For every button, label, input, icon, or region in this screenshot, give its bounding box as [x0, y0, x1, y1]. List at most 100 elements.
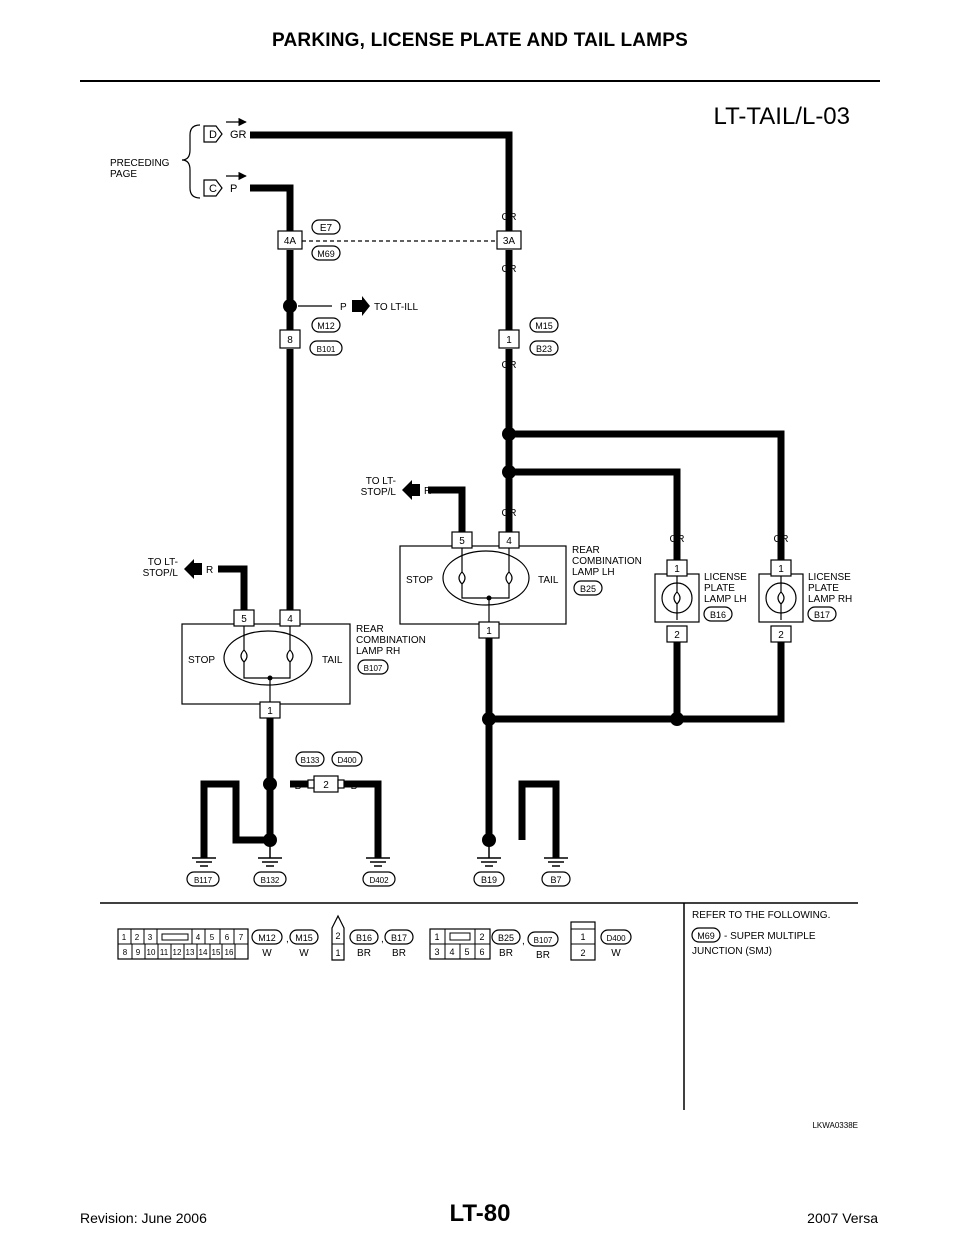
svg-text:B107: B107: [364, 664, 383, 673]
reference-note: REFER TO THE FOLLOWING. M69 - SUPER MULT…: [691, 910, 830, 957]
svg-text:4: 4: [196, 933, 201, 942]
svg-text:4: 4: [287, 614, 293, 625]
svg-text:- SUPER MULTIPLE: - SUPER MULTIPLE: [724, 931, 816, 942]
svg-text:2: 2: [778, 630, 784, 641]
figure-id: LKWA0338E: [812, 1121, 858, 1130]
svg-text:2: 2: [580, 948, 585, 958]
connector-e7: E7: [320, 223, 333, 234]
svg-text:P: P: [287, 264, 294, 275]
pin-4a: 4A: [284, 236, 297, 247]
svg-text:B: B: [674, 656, 681, 667]
connector-face-d400: 1 2 D400 W: [570, 921, 632, 961]
svg-text:COMBINATION: COMBINATION: [572, 556, 642, 567]
svg-text:16: 16: [225, 948, 234, 957]
footer-revision: Revision: June 2006: [80, 1210, 207, 1226]
svg-text:1: 1: [580, 932, 585, 942]
svg-text:15: 15: [212, 948, 221, 957]
svg-text:TAIL: TAIL: [322, 655, 343, 666]
svg-text:4: 4: [449, 947, 454, 957]
svg-text:B101: B101: [317, 345, 336, 354]
svg-text:5: 5: [459, 536, 465, 547]
svg-text:B: B: [267, 730, 274, 741]
connector-face-b25-b107: 1 2 3 4 5 6: [429, 928, 491, 960]
footer-model: 2007 Versa: [807, 1210, 878, 1226]
rear-combination-lamp-lh: R GR 5 4 STOP TAIL 1 B REAR COMBINATION …: [399, 508, 642, 665]
svg-text:8: 8: [123, 948, 128, 957]
svg-text:BR: BR: [357, 948, 371, 959]
svg-text:GR: GR: [774, 534, 789, 545]
connector-m69: M69: [317, 249, 335, 259]
svg-text:P: P: [340, 302, 347, 313]
wire-gr-main: [250, 131, 513, 232]
connector-m15-b23: 1 M15 B23 GR: [498, 317, 559, 371]
svg-text:1: 1: [674, 564, 680, 575]
svg-text:B19: B19: [481, 875, 497, 885]
svg-text:LAMP RH: LAMP RH: [808, 594, 852, 605]
svg-text:D: D: [209, 129, 217, 141]
license-plate-lamp-rh: GR 1 2 B LICENSE PLATE LAMP RH B17: [758, 534, 852, 667]
svg-text:5: 5: [241, 614, 247, 625]
svg-text:LAMP RH: LAMP RH: [356, 646, 400, 657]
svg-text:M12: M12: [258, 933, 276, 943]
svg-text:LAMP LH: LAMP LH: [572, 567, 615, 578]
svg-text:B17: B17: [814, 610, 830, 620]
svg-text:P: P: [230, 183, 237, 195]
svg-text:B133: B133: [301, 756, 320, 765]
svg-text:REFER TO THE FOLLOWING.: REFER TO THE FOLLOWING.: [692, 910, 830, 921]
svg-text:7: 7: [239, 933, 244, 942]
svg-text:TAIL: TAIL: [538, 575, 559, 586]
svg-text:,: ,: [522, 936, 525, 947]
svg-text:W: W: [611, 948, 621, 959]
svg-text:B: B: [553, 806, 560, 817]
svg-text:GR: GR: [670, 534, 685, 545]
svg-text:B117: B117: [194, 876, 213, 885]
svg-text:B: B: [375, 806, 382, 817]
svg-text:2: 2: [135, 933, 140, 942]
svg-text:1: 1: [335, 948, 340, 958]
svg-text:B23: B23: [536, 344, 552, 354]
svg-text:B: B: [486, 654, 493, 665]
svg-text:1: 1: [486, 626, 492, 637]
svg-text:GR: GR: [502, 508, 517, 519]
svg-text:LICENSE: LICENSE: [704, 572, 747, 583]
svg-text:REAR: REAR: [356, 624, 384, 635]
svg-text:11: 11: [160, 948, 169, 957]
svg-text:B107: B107: [534, 936, 553, 945]
svg-text:B: B: [778, 656, 785, 667]
lower-wire-labels: B B B B B B B: [201, 806, 560, 817]
svg-text:,: ,: [381, 934, 384, 945]
svg-text:V: V: [287, 360, 294, 371]
svg-text:R: R: [240, 588, 247, 599]
wire-b-b7: [518, 780, 560, 858]
svg-text:W: W: [262, 948, 272, 959]
svg-text:8: 8: [287, 335, 293, 346]
svg-text:PLATE: PLATE: [704, 583, 735, 594]
svg-text:V: V: [287, 588, 294, 599]
svg-text:R: R: [206, 565, 213, 576]
svg-text:GR: GR: [502, 212, 517, 223]
svg-text:TO LT-: TO LT-: [148, 557, 178, 568]
wire-r-lh: [428, 486, 466, 536]
svg-text:BR: BR: [392, 948, 406, 959]
svg-text:B: B: [267, 806, 274, 817]
svg-text:D400: D400: [337, 756, 357, 765]
svg-text:12: 12: [173, 948, 182, 957]
page-title: PARKING, LICENSE PLATE AND TAIL LAMPS: [272, 30, 688, 51]
splice-points: [263, 299, 684, 847]
svg-text:9: 9: [136, 948, 141, 957]
wire-gr-branch-rh: [509, 430, 785, 560]
preceding-page-label-1: PRECEDING: [110, 158, 170, 169]
svg-text:W: W: [299, 948, 309, 959]
arrow-connector-c: [203, 179, 223, 197]
svg-text:TO LT-ILL: TO LT-ILL: [374, 302, 419, 313]
svg-text:COMBINATION: COMBINATION: [356, 635, 426, 646]
svg-text:M69: M69: [697, 931, 715, 941]
svg-text:B25: B25: [580, 584, 596, 594]
svg-text:2: 2: [479, 932, 484, 942]
connector-face-b16-b17: 2 1 B16 , B17 BR BR: [331, 914, 414, 961]
svg-text:B: B: [486, 806, 493, 817]
svg-text:STOP/L: STOP/L: [143, 568, 179, 579]
svg-text:B132: B132: [261, 876, 280, 885]
svg-text:B17: B17: [391, 933, 407, 943]
